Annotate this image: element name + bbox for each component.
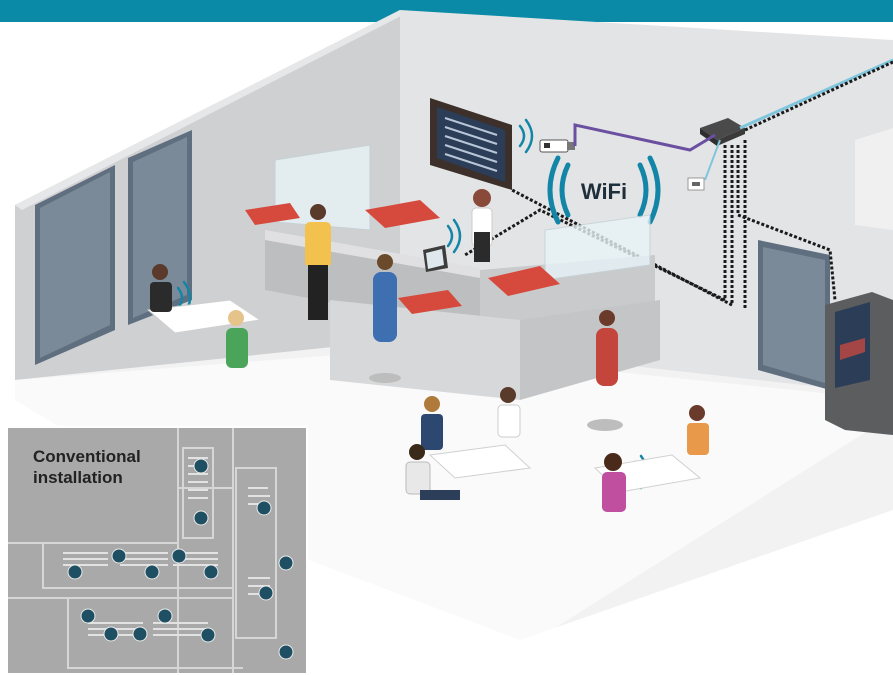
pos-terminal-icon xyxy=(423,245,448,272)
person-customer-yellow xyxy=(305,204,331,320)
inset-label: Conventional installation xyxy=(33,447,141,487)
food-tray xyxy=(245,200,560,314)
person-seated-navy xyxy=(421,396,443,450)
kiosk-icon xyxy=(825,292,893,435)
person-seated-orange xyxy=(687,405,709,455)
person-seated-white xyxy=(497,387,521,438)
wifi-signal-icon xyxy=(547,155,661,225)
conventional-installation-inset: Conventional installation xyxy=(6,426,308,675)
person-server xyxy=(471,189,493,262)
menu-board-icon xyxy=(430,98,512,190)
wall-outlet-icon xyxy=(687,177,705,191)
person-walking-red xyxy=(587,310,623,431)
person-seated-grey xyxy=(405,444,460,500)
window-center xyxy=(128,130,192,325)
person-seated-green xyxy=(226,310,248,368)
floor-plan xyxy=(8,428,294,673)
access-point-icon xyxy=(67,458,294,660)
network-switch-icon xyxy=(700,118,745,146)
person-seated-black xyxy=(150,264,172,312)
person-seated-pink xyxy=(602,453,626,512)
person-customer-blue xyxy=(369,254,401,383)
wifi-label: WiFi xyxy=(581,179,627,204)
door xyxy=(758,240,830,390)
cctv-camera-icon xyxy=(539,139,575,153)
window-left xyxy=(35,165,115,365)
people xyxy=(150,189,709,512)
